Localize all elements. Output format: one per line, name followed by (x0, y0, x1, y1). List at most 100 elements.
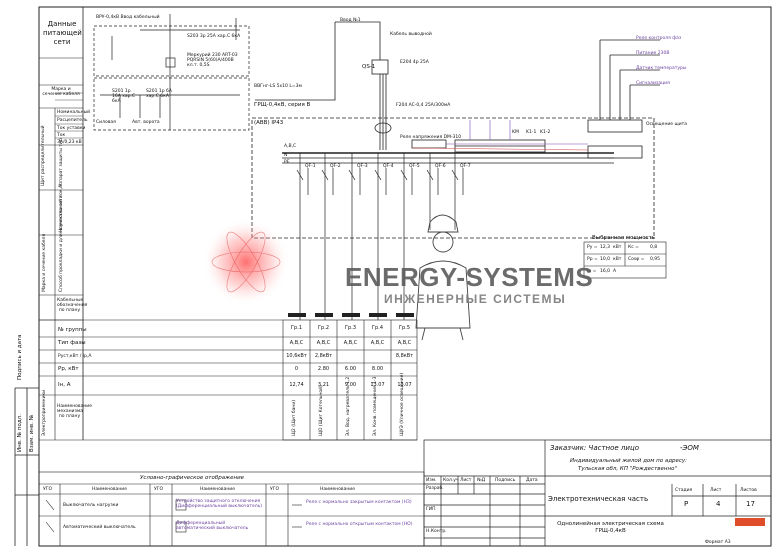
loads-cell: 10,0 (600, 257, 611, 262)
legend-item-5: Реле с нормально открытым контактом (НО) (306, 522, 413, 527)
legend-head-5: Наименование (320, 487, 355, 492)
cable-row-2: Ток уставки (57, 126, 86, 131)
loads-cell: 12,3 (600, 245, 611, 250)
vru-label: ВРУ-0,4кВ Ввод кабельный (96, 15, 160, 20)
stamp-role-4: Н.Контр. (426, 529, 447, 534)
row-label-group: № группы (58, 327, 87, 333)
table-cell: 0 (294, 366, 299, 372)
k11-label: K1-1 (526, 130, 537, 135)
table-cell: А,В,С (397, 340, 412, 346)
loads-cell: 0,95 (650, 257, 661, 262)
table-cell: 2,8кВт (314, 353, 333, 359)
relay-label: Реле напряжения DM-310 (400, 135, 462, 140)
row-label-pr: Рр, кВт (58, 366, 79, 372)
stamp-head-5: Дата (526, 478, 538, 483)
table-cell-name: Эл. Конв. помещения 1-3 (373, 376, 378, 436)
table-cell: Гр.3 (345, 325, 356, 331)
loads-cell: 0,8 (650, 245, 658, 250)
feeder-label: QF-5 (409, 164, 420, 169)
table-cell: 13.07 (370, 382, 385, 388)
stamp-head-1: Кол.уч (443, 478, 459, 483)
table-cell: 8,8кВт (395, 353, 414, 359)
stamp-head-2: Лист (460, 478, 472, 483)
feeder-label: QF-3 (357, 164, 368, 169)
bus-n: N (284, 153, 288, 158)
qs-label: QS-1 (362, 64, 376, 70)
loads-cell: 16,0 (600, 269, 611, 274)
incoming-label: Ввод №1 (340, 18, 361, 23)
brand-top: Кабель выводной (390, 32, 432, 37)
strip-sign-label: Подпись и дата (17, 334, 23, 380)
table-cell: А,В,С (316, 340, 331, 346)
lamp-label: Авт. ворота (132, 120, 160, 125)
qf-main-label: E204 4р 25А (400, 60, 429, 65)
stamp-customer: Заказчик: Частное лицо (550, 444, 639, 452)
table-cell: А,В,С (289, 340, 304, 346)
cabinet-label: Щит распределительный (41, 125, 46, 186)
meter-label: Меркурий 230 ART-03 PQRSIN 5(60)А/400В к… (187, 53, 238, 68)
row-label-pinst: Руст,кВт / Iр,А (58, 354, 92, 359)
table-cell-name: ЩУЭ (Уличное освещение) (400, 372, 405, 436)
legend-item-4: Дифференциальный автоматический выключат… (176, 521, 249, 531)
km-label: KM (512, 130, 519, 135)
cable-section-label: Марка и сечение кабеля (42, 233, 47, 292)
watermark-glow (202, 218, 290, 306)
note-3: Сигнализация (636, 81, 670, 86)
feeder-label: QF-1 (305, 164, 316, 169)
feeder-label: QF-7 (460, 164, 471, 169)
supply-title: Данные питающей сети (43, 20, 82, 46)
cable-row-5: ЗА/0,23 кВ (57, 140, 82, 145)
note-0: Реле контроля фаз (636, 36, 682, 41)
feeder-label: QF-4 (383, 164, 394, 169)
watermark-brand: ENERGY-SYSTEMS (345, 262, 594, 292)
cabinet-series: ГРЩ-0,4кВ, серия В (254, 102, 311, 108)
stamp-head-4: Подпись (495, 478, 516, 483)
cable-row-0: Номинальный (57, 110, 91, 115)
breaker-3-label: S201 1р 6А хар.С 6кА (146, 89, 172, 99)
table-cell: 13.07 (397, 382, 412, 388)
device-type-label: Аппарат защиты тип (59, 138, 64, 188)
loads-cell: кВт (613, 257, 622, 262)
rcd-label: F204 AC-0,4 25А/300мА (396, 103, 451, 108)
table-cell: 6.00 (344, 366, 357, 372)
note-2: Датчик температуры (636, 66, 687, 71)
note-4: Освещение щита (646, 122, 688, 127)
table-cell: 3.21 (317, 382, 330, 388)
feeder-label: QF-6 (435, 164, 446, 169)
consumer-header: Электроприемники (42, 389, 47, 436)
table-cell: 8.00 (371, 366, 384, 372)
stamp-drawing: Однолинейная электрическая схема ГРЩ-0,4… (557, 521, 664, 534)
loads-cell: Cosφ = (628, 257, 645, 262)
legend-item-3: Автоматический выключатель (63, 525, 136, 530)
row-label-in: Iн, А (58, 382, 71, 388)
stamp-address: Тульская обл, КП "Рождественно" (578, 466, 677, 472)
cable-main-label: ВВГнг-LS 5х10 L=3м (254, 84, 302, 89)
stamp-sheets-head: Листов (740, 488, 757, 493)
feeder-label: QF-2 (330, 164, 341, 169)
table-cell: Гр.2 (318, 325, 329, 331)
strip-inv-label: Инв. № подл. (17, 414, 23, 452)
table-cell: Гр.5 (399, 325, 410, 331)
table-cell-name: Щ2 (Щит бани) (292, 399, 297, 436)
legend-head-4: УГО (270, 487, 280, 492)
loads-cell: Рр = (587, 257, 598, 262)
stamp-object: Индивидуальный жилой дом по адресу: (570, 458, 688, 464)
socket-label: Силовая (96, 120, 116, 125)
stamp-sheets: 17 (746, 500, 755, 508)
stamp-sheet: 4 (716, 500, 721, 508)
legend-head-1: Наименование (92, 487, 127, 492)
legend-item-0: Выключатель нагрузки (63, 503, 119, 508)
stamp-stage-head: Стадия (675, 488, 693, 493)
table-cell-name: Эл. Вод. нагреватель 1,2 (346, 376, 351, 436)
table-cell: А,В,С (343, 340, 358, 346)
stamp-role-2: ГИП (426, 507, 436, 512)
legend-head-0: УГО (43, 487, 53, 492)
cable-row-1: Расцепитель (57, 118, 88, 123)
loads-cell: А (613, 269, 617, 274)
ip-label: (ABB) IP43 (254, 120, 284, 126)
bus-abc: A,B,C (284, 144, 297, 149)
legend-head-3: Наименование (200, 487, 235, 492)
plan-labels: Кабельные обозначения по плану (57, 298, 88, 313)
table-cell: А,В,С (370, 340, 385, 346)
cable-brand-label: Марка и сечение кабеля (42, 87, 80, 97)
